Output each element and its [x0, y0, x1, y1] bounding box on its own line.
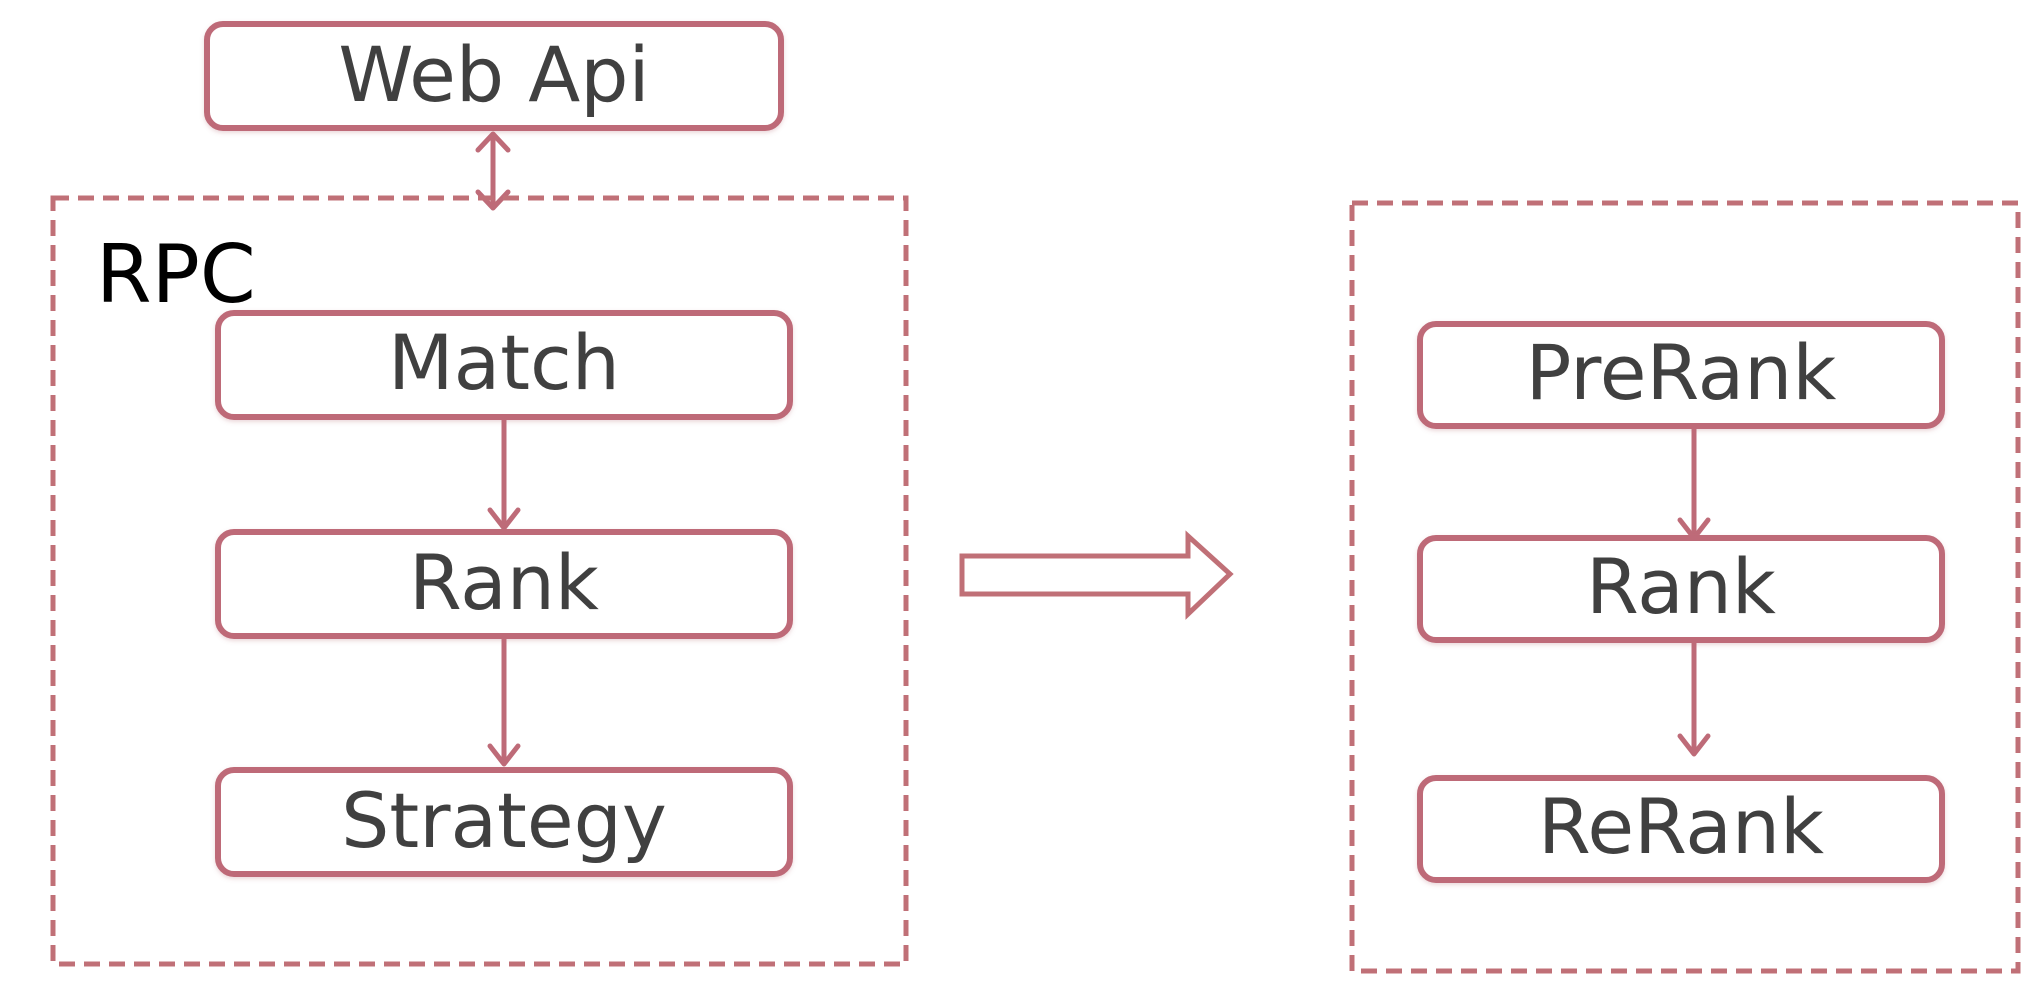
rank-label: Rank: [409, 538, 599, 627]
new-architecture: PreRank Rank ReRank: [1349, 200, 2021, 974]
new-group-frame: [1349, 200, 2021, 974]
rpc-group-label: RPC: [96, 228, 256, 321]
new-rank-label: Rank: [1586, 542, 1776, 631]
prerank-node: PreRank: [1417, 321, 1945, 429]
match-to-rank-arrow: [487, 419, 521, 531]
rank-to-rerank-arrow: [1677, 642, 1711, 757]
prerank-to-rank-arrow: [1677, 428, 1711, 541]
prerank-label: PreRank: [1526, 328, 1837, 417]
rpc-group-frame: [50, 195, 909, 967]
current-architecture: Web Api RPC Match Rank: [50, 21, 909, 967]
web-api-node: Web Api: [204, 21, 784, 131]
strategy-label: Strategy: [341, 776, 667, 865]
strategy-node: Strategy: [215, 767, 793, 877]
new-rank-node: Rank: [1417, 535, 1945, 643]
rerank-node: ReRank: [1417, 775, 1945, 883]
rank-node: Rank: [215, 529, 793, 639]
rerank-label: ReRank: [1538, 782, 1824, 871]
web-api-label: Web Api: [338, 30, 649, 119]
match-label: Match: [388, 318, 620, 407]
rank-to-strategy-arrow: [487, 638, 521, 767]
match-node: Match: [215, 310, 793, 420]
hollow-right-arrow-icon: [959, 530, 1234, 620]
